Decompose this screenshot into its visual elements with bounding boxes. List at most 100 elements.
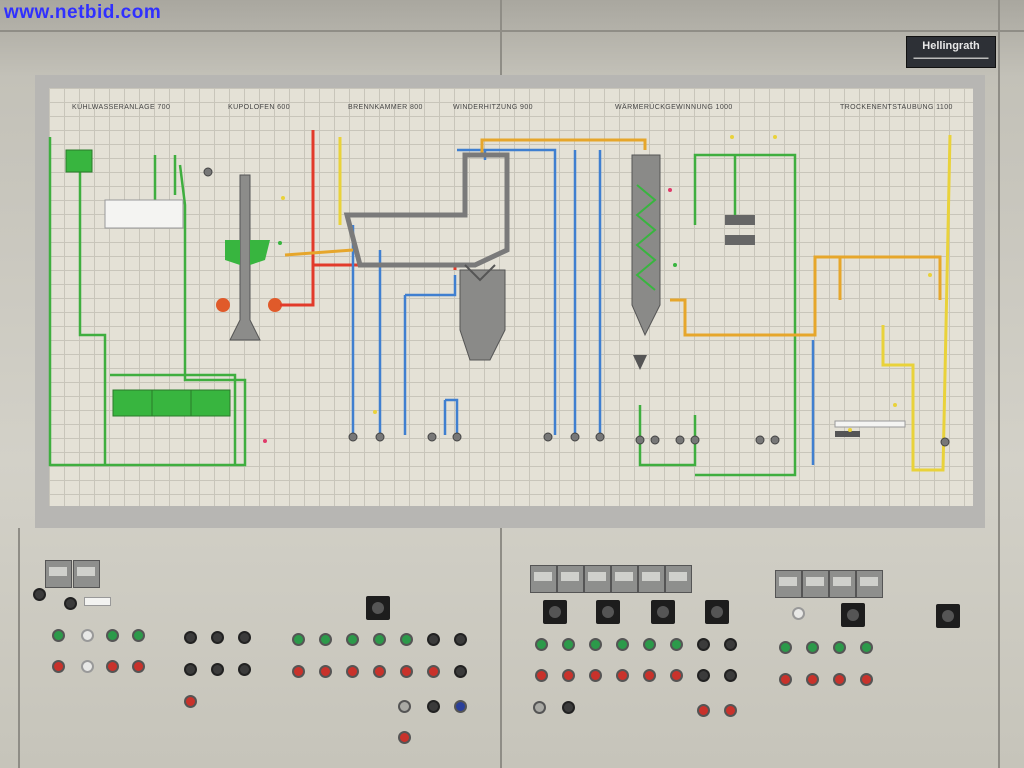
selector-knob[interactable] [64, 597, 77, 610]
cooling-pump-block-3 [190, 389, 231, 417]
stop-button[interactable] [562, 669, 575, 682]
stop-button[interactable] [400, 665, 413, 678]
stop-button[interactable] [643, 669, 656, 682]
control-button[interactable] [211, 631, 224, 644]
stop-button[interactable] [616, 669, 629, 682]
stop-button[interactable] [806, 673, 819, 686]
mimic-board-grid: KÜHLWASSERANLAGE 700 KUPOLOFEN 600 BRENN… [49, 88, 973, 506]
start-button[interactable] [616, 638, 629, 651]
control-button[interactable] [238, 663, 251, 676]
start-button[interactable] [779, 641, 792, 654]
control-button[interactable] [238, 631, 251, 644]
stop-button[interactable] [132, 660, 145, 673]
control-button[interactable] [533, 701, 546, 714]
meter-display [829, 570, 856, 598]
stop-button[interactable] [535, 669, 548, 682]
stop-button[interactable] [373, 665, 386, 678]
control-button[interactable] [454, 665, 467, 678]
wall-seam [500, 0, 502, 75]
start-button[interactable] [589, 638, 602, 651]
start-button[interactable] [670, 638, 683, 651]
stop-button[interactable] [724, 704, 737, 717]
selector-switch[interactable] [596, 600, 620, 624]
control-button[interactable] [427, 700, 440, 713]
start-button[interactable] [52, 629, 65, 642]
start-button[interactable] [833, 641, 846, 654]
meter-display [775, 570, 802, 598]
selector-switch[interactable] [841, 603, 865, 627]
start-button[interactable] [562, 638, 575, 651]
start-button[interactable] [319, 633, 332, 646]
stop-button[interactable] [779, 673, 792, 686]
start-button[interactable] [346, 633, 359, 646]
control-button[interactable] [398, 700, 411, 713]
stop-button[interactable] [697, 704, 710, 717]
selector-knob[interactable] [33, 588, 46, 601]
meter-display [802, 570, 829, 598]
cooling-tank [65, 149, 93, 173]
control-button[interactable] [454, 633, 467, 646]
dust-collectors [725, 215, 906, 437]
stop-button[interactable] [860, 673, 873, 686]
meter-display [665, 565, 692, 593]
section-title-dust-removal: TROCKENENTSTAUBUNG 1100 [840, 104, 953, 111]
section-title-combustion: BRENNKAMMER 800 [348, 104, 423, 111]
start-button[interactable] [535, 638, 548, 651]
stop-button[interactable] [427, 665, 440, 678]
meter-display [557, 565, 584, 593]
selector-switch[interactable] [936, 604, 960, 628]
brand-name: Hellingrath [922, 40, 980, 52]
selector-switch[interactable] [705, 600, 729, 624]
watermark: www.netbid.com [4, 2, 162, 23]
stop-button[interactable] [106, 660, 119, 673]
stop-button[interactable] [670, 669, 683, 682]
control-button[interactable] [724, 669, 737, 682]
control-button[interactable] [427, 633, 440, 646]
control-button[interactable] [697, 669, 710, 682]
combustion-and-heat-exchanger [343, 152, 661, 370]
section-title-cooling: KÜHLWASSERANLAGE 700 [72, 104, 171, 111]
cooling-pump-block-2 [151, 389, 192, 417]
control-button[interactable] [454, 700, 467, 713]
start-button[interactable] [400, 633, 413, 646]
mimic-board: KÜHLWASSERANLAGE 700 KUPOLOFEN 600 BRENN… [35, 75, 985, 528]
start-button[interactable] [860, 641, 873, 654]
start-button[interactable] [292, 633, 305, 646]
start-button[interactable] [643, 638, 656, 651]
control-button[interactable] [184, 631, 197, 644]
brand-plate: Hellingrath ▬▬▬▬▬▬▬▬▬▬▬▬▬▬▬ [906, 36, 996, 68]
selector-knob[interactable] [792, 607, 805, 620]
indicator-lamp [81, 660, 94, 673]
stop-button[interactable] [184, 695, 197, 708]
selector-switch[interactable] [543, 600, 567, 624]
selector-switch[interactable] [651, 600, 675, 624]
stop-button[interactable] [319, 665, 332, 678]
selector-switch[interactable] [366, 596, 390, 620]
meter-display [73, 560, 100, 588]
control-button[interactable] [697, 638, 710, 651]
stop-button[interactable] [398, 731, 411, 744]
control-button[interactable] [184, 663, 197, 676]
start-button[interactable] [806, 641, 819, 654]
start-button[interactable] [106, 629, 119, 642]
stop-button[interactable] [346, 665, 359, 678]
control-button[interactable] [724, 638, 737, 651]
process-flow-diagram [48, 130, 952, 477]
start-button[interactable] [373, 633, 386, 646]
cupola-furnace [216, 174, 282, 341]
wall-seam [18, 528, 20, 768]
stop-button[interactable] [833, 673, 846, 686]
meter-display [45, 560, 72, 588]
section-title-cupola: KUPOLOFEN 600 [228, 104, 290, 111]
stop-button[interactable] [52, 660, 65, 673]
control-button[interactable] [211, 663, 224, 676]
wall-seam [500, 528, 502, 768]
start-button[interactable] [132, 629, 145, 642]
stop-button[interactable] [589, 669, 602, 682]
meter-display [638, 565, 665, 593]
control-button[interactable] [562, 701, 575, 714]
meter-display [856, 570, 883, 598]
stop-button[interactable] [292, 665, 305, 678]
wall-seam [998, 0, 1000, 768]
section-title-heat-recovery: WÄRMERÜCKGEWINNUNG 1000 [615, 104, 733, 111]
